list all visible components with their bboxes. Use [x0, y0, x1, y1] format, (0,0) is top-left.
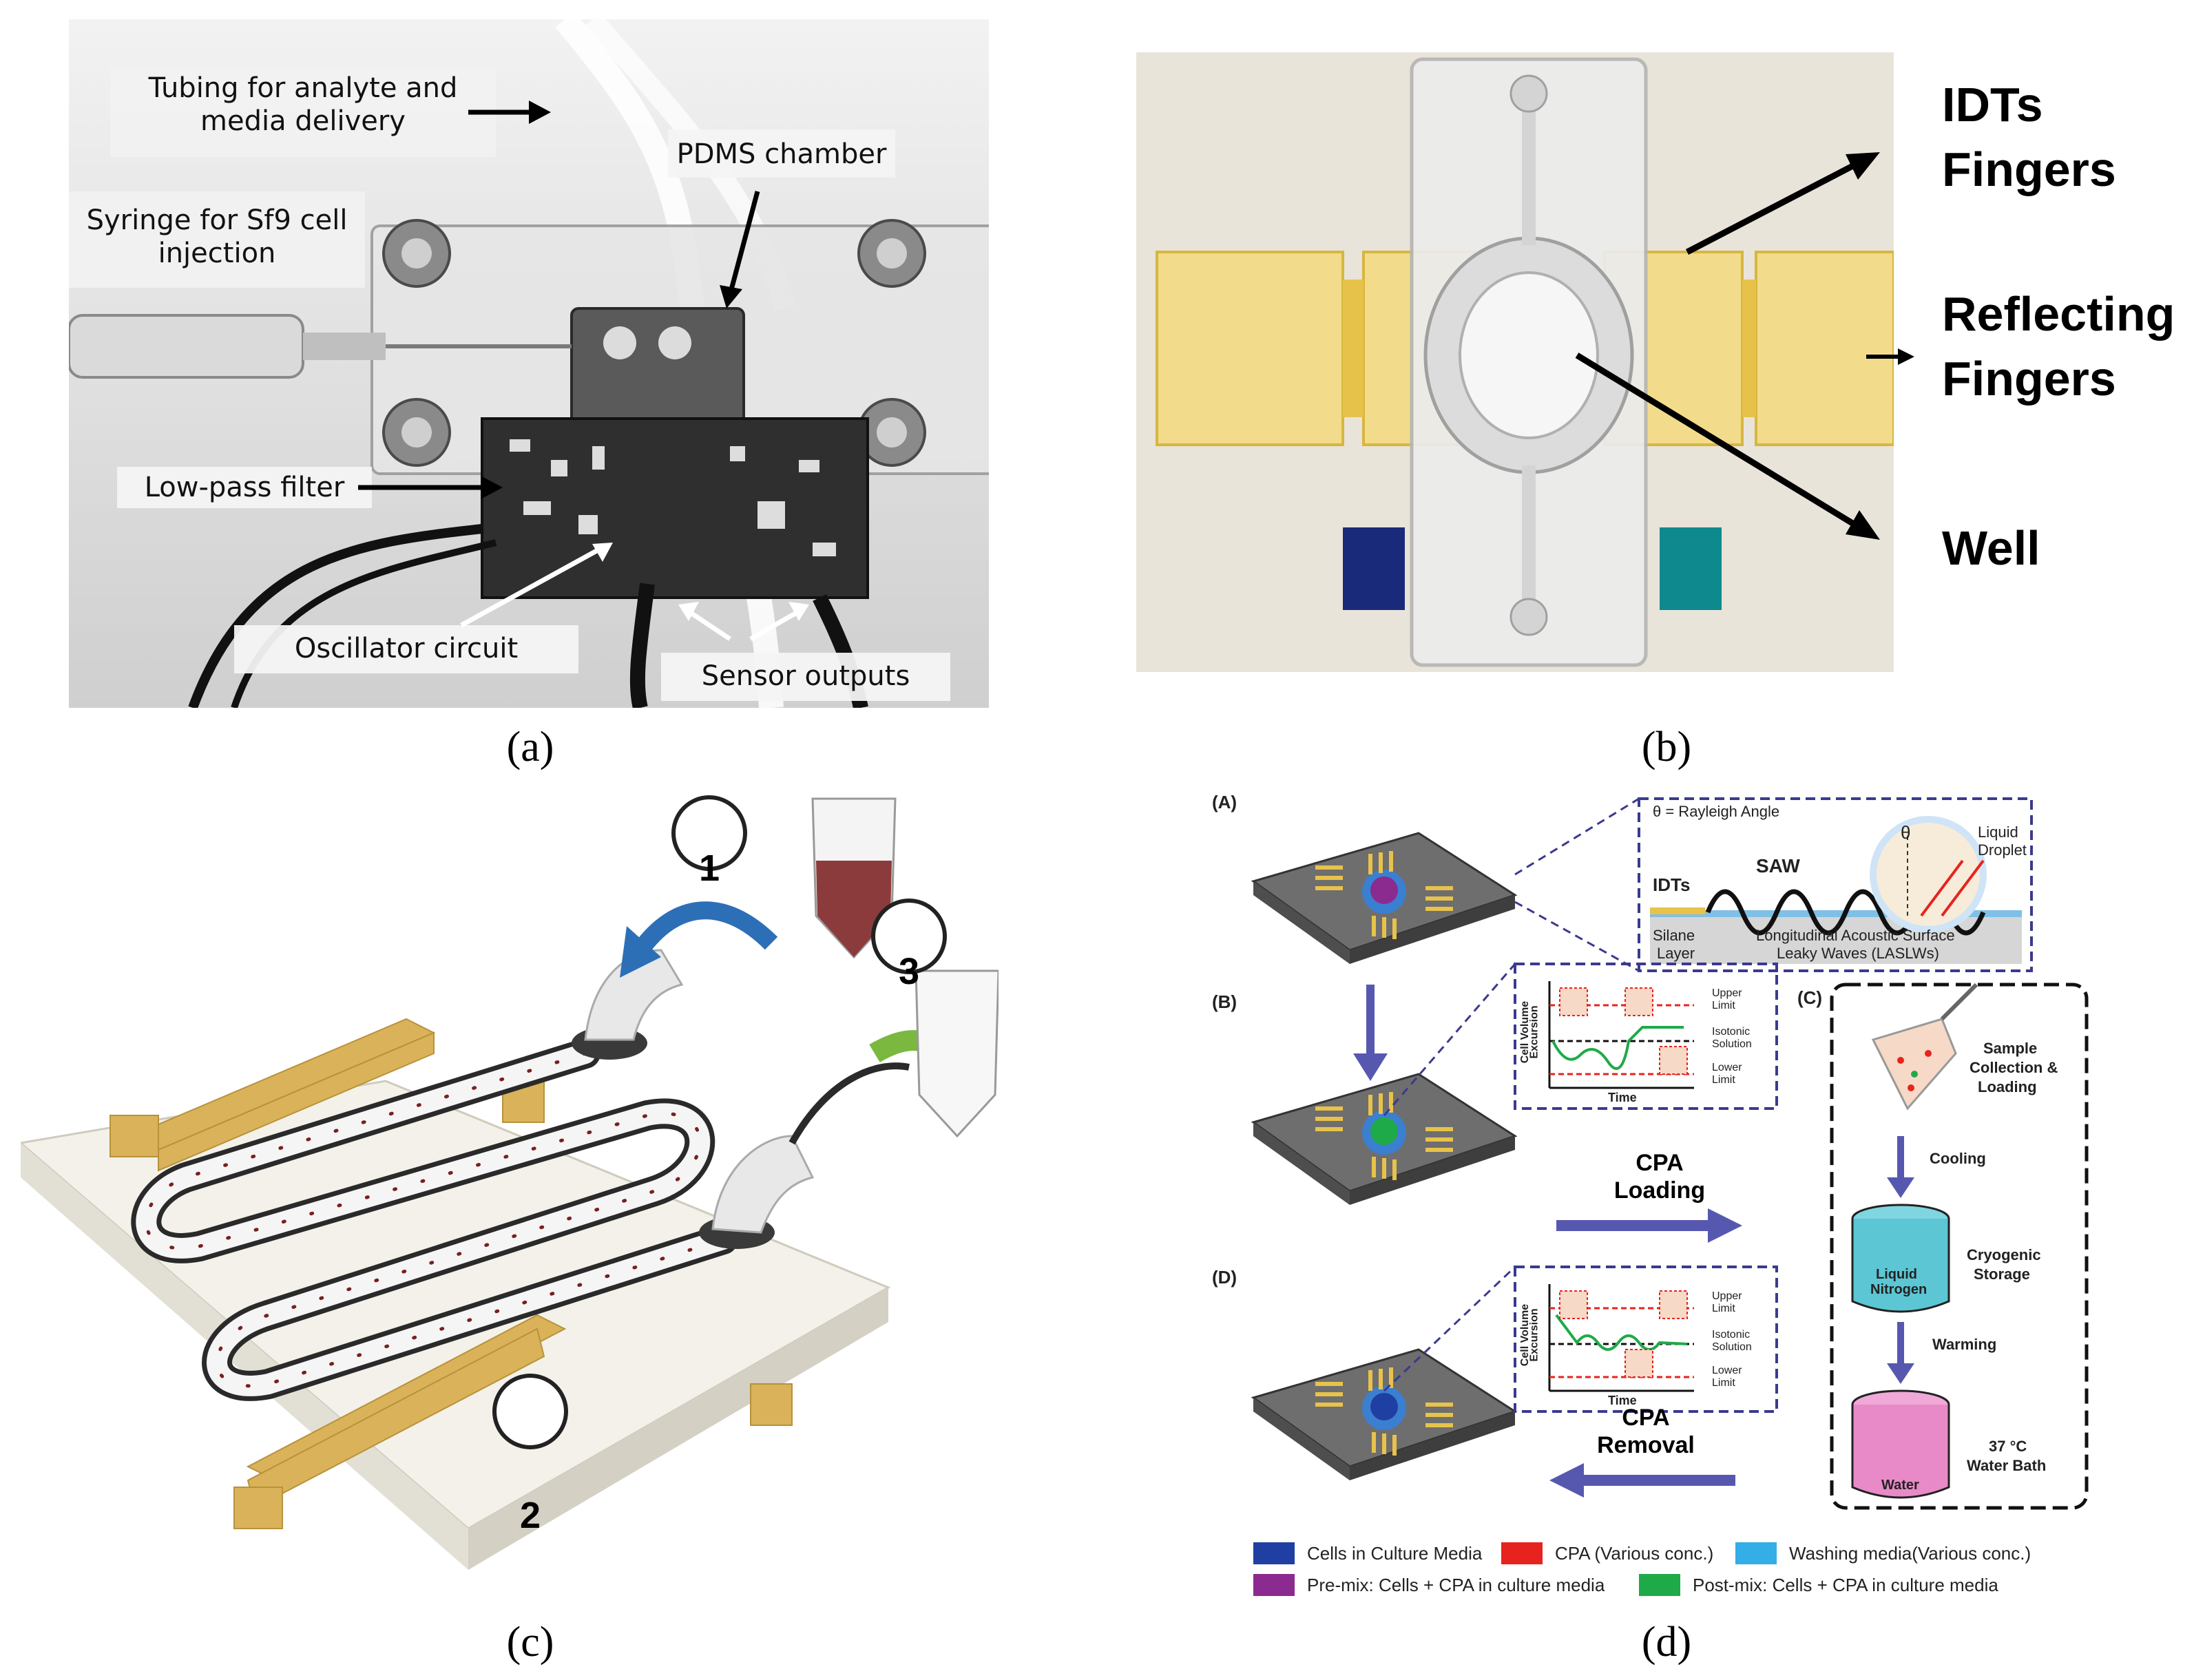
- plot-b-lower: Lower: [1712, 1062, 1742, 1073]
- plot-d-iso-solution: Solution: [1712, 1341, 1752, 1353]
- plot-b-ylabel-2: Excursion: [1528, 1005, 1540, 1059]
- step-2-badge: 2: [519, 1495, 541, 1536]
- label-saw: SAW: [1756, 855, 1800, 876]
- tag-a: (A): [1212, 792, 1237, 812]
- label-reflecting: Reflecting: [1942, 287, 2175, 341]
- legend-item: Cells in Culture Media: [1253, 1542, 1482, 1564]
- plot-d-lower-limit: Limit: [1712, 1377, 1735, 1389]
- step-1-badge: 1: [698, 848, 720, 889]
- cpa-removal-label: Removal: [1597, 1432, 1695, 1458]
- tag-d: (D): [1212, 1267, 1237, 1288]
- panel-a-photo: [69, 19, 989, 708]
- plot-d-iso: Isotonic: [1712, 1329, 1751, 1341]
- label-idts: IDTs: [1653, 874, 1691, 895]
- caption-d: (d): [1641, 1619, 1692, 1666]
- label-droplet: Droplet: [1978, 841, 2027, 859]
- panel-a: Tubing for analyte and media delivery PD…: [69, 19, 989, 708]
- step-3-badge: 3: [898, 951, 920, 992]
- label-liquid-nitrogen-2: Nitrogen: [1870, 1282, 1927, 1297]
- legend-item: Post-mix: Cells + CPA in culture media: [1639, 1574, 1998, 1596]
- label-silane: Silane: [1653, 927, 1695, 944]
- panel-c-illustration: [21, 795, 999, 1570]
- legend-swatch: [1735, 1542, 1777, 1564]
- theta-note: θ = Rayleigh Angle: [1653, 803, 1780, 820]
- chip-a: [1251, 832, 1518, 964]
- label-warming: Warming: [1932, 1336, 1997, 1353]
- label-liquid: Liquid: [1978, 823, 2018, 841]
- cpa-loading-title: CPA: [1636, 1150, 1684, 1176]
- plot-d-ylabel-2: Excursion: [1528, 1308, 1540, 1362]
- label-laslw-2: Leaky Waves (LASLWs): [1777, 945, 1939, 962]
- label-silane-layer: Layer: [1657, 945, 1695, 962]
- plot-d-lower: Lower: [1712, 1365, 1742, 1376]
- legend-label: CPA (Various conc.): [1555, 1542, 1714, 1564]
- legend-label: Cells in Culture Media: [1307, 1542, 1483, 1564]
- label-reflecting-fingers: Fingers: [1942, 352, 2116, 406]
- label-bath-temp: 37 °C: [1989, 1438, 2027, 1455]
- label-well: Well: [1942, 521, 2040, 575]
- plot-b-xlabel: Time: [1608, 1091, 1637, 1104]
- caption-b: (b): [1641, 724, 1692, 770]
- tag-b: (B): [1212, 991, 1237, 1012]
- label-idts-fingers: Fingers: [1942, 143, 2116, 196]
- label-cooling: Cooling: [1930, 1150, 1986, 1167]
- label-pdms-chamber: PDMS chamber: [676, 138, 887, 170]
- panel-d: (A) (B) (C) (D) θ = Rayleigh Angle IDTs …: [1212, 792, 2107, 1611]
- legend-label: Washing media(Various conc.): [1789, 1542, 2031, 1564]
- panel-d-schematic: [1251, 797, 2089, 1510]
- panel-b: IDTs Fingers Reflecting Fingers Well: [1136, 52, 2175, 672]
- label-sample-loading: Loading: [1978, 1078, 2037, 1095]
- plot-b-lower-limit: Limit: [1712, 1074, 1735, 1086]
- chip-d: [1251, 1348, 1518, 1480]
- legend-item: CPA (Various conc.): [1501, 1542, 1713, 1564]
- chip-b: [1251, 1073, 1518, 1205]
- label-water: Water: [1881, 1478, 1919, 1493]
- plot-b-upper: Upper: [1712, 987, 1742, 999]
- tag-c: (C): [1797, 987, 1823, 1008]
- caption-c: (c): [506, 1619, 554, 1666]
- legend-swatch: [1639, 1574, 1680, 1596]
- label-syringe: Syringe for Sf9 cell injection: [86, 204, 348, 269]
- label-liquid-nitrogen: Liquid: [1876, 1267, 1917, 1282]
- panel-b-photo: [1136, 52, 1894, 672]
- cpa-loading-label: Loading: [1613, 1177, 1706, 1204]
- label-tubing: Tubing for analyte and media delivery: [148, 72, 458, 137]
- label-sample-collection: Collection &: [1970, 1059, 2058, 1076]
- label-sample: Sample: [1983, 1040, 2038, 1057]
- legend-swatch: [1253, 1574, 1295, 1596]
- caption-a: (a): [506, 724, 554, 770]
- panel-b-arrows: [1575, 152, 1914, 540]
- legend-swatch: [1501, 1542, 1543, 1564]
- plot-b-upper-limit: Limit: [1712, 1000, 1735, 1011]
- legend-label: Pre-mix: Cells + CPA in culture media: [1307, 1574, 1605, 1595]
- panel-c: 1 3 2: [21, 792, 999, 1597]
- plot-d-upper: Upper: [1712, 1290, 1742, 1302]
- plot-b-iso: Isotonic: [1712, 1026, 1751, 1038]
- legend: Cells in Culture Media CPA (Various conc…: [1253, 1542, 2121, 1604]
- label-oscillator-circuit: Oscillator circuit: [294, 633, 519, 664]
- label-cryogenic-storage: Storage: [1974, 1266, 2030, 1283]
- label-water-bath: Water Bath: [1967, 1457, 2047, 1474]
- legend-swatch: [1253, 1542, 1295, 1564]
- legend-label: Post-mix: Cells + CPA in culture media: [1693, 1574, 1998, 1595]
- label-idts: IDTs: [1942, 78, 2043, 132]
- label-laslw-1: Longitudinal Acoustic Surface: [1756, 927, 1955, 944]
- cpa-removal-title: CPA: [1622, 1405, 1670, 1431]
- legend-item: Washing media(Various conc.): [1735, 1542, 2031, 1564]
- plot-d-upper-limit: Limit: [1712, 1303, 1735, 1314]
- legend-item: Pre-mix: Cells + CPA in culture media: [1253, 1574, 1605, 1596]
- plot-d-xlabel: Time: [1608, 1394, 1637, 1407]
- label-cryogenic: Cryogenic: [1967, 1246, 2041, 1263]
- plot-b-iso-solution: Solution: [1712, 1038, 1752, 1050]
- label-low-pass-filter: Low-pass filter: [144, 472, 345, 503]
- label-sensor-outputs: Sensor outputs: [701, 660, 910, 692]
- label-theta: θ: [1901, 822, 1911, 843]
